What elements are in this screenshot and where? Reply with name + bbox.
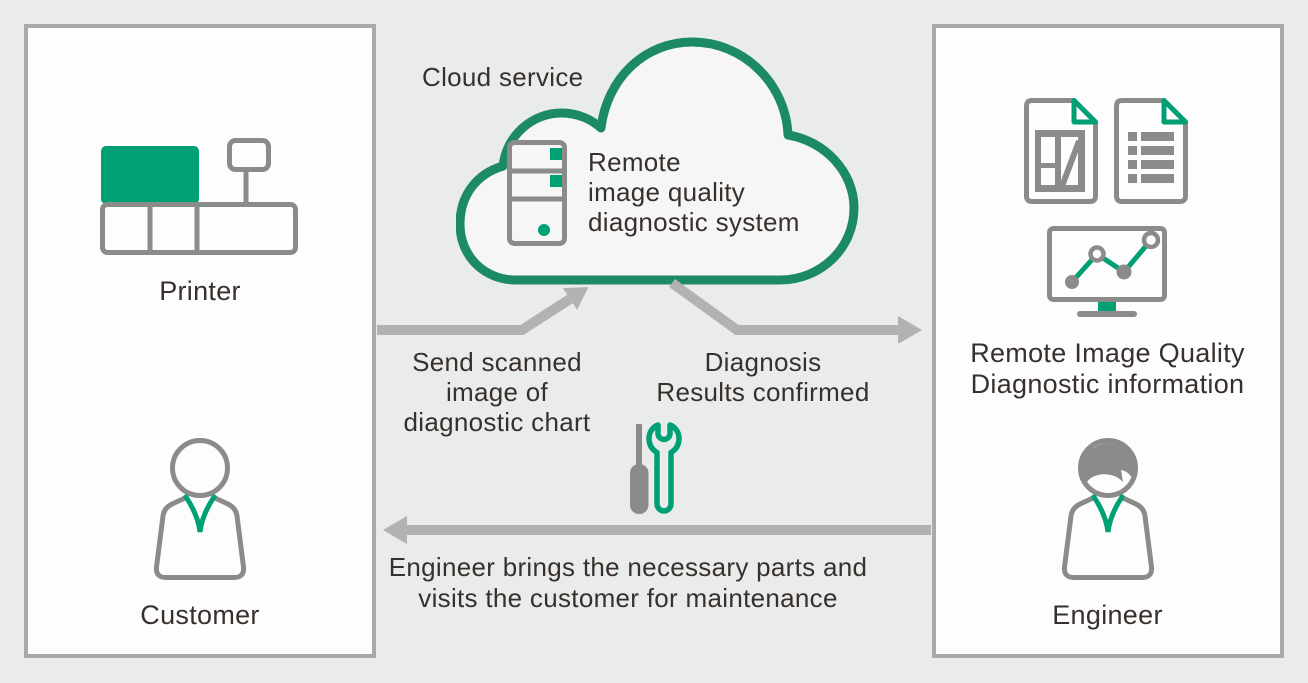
diagnosis-arrow xyxy=(669,278,922,343)
server-icon xyxy=(507,140,567,246)
diagnostic-chart-document-icon xyxy=(1024,98,1098,204)
engineer-hair xyxy=(1081,443,1136,486)
cloud-system-label: Remote image quality diagnostic system xyxy=(588,147,800,237)
send-flow-label: Send scanned image of diagnostic chart xyxy=(403,347,591,437)
report-document-icon xyxy=(1114,98,1188,204)
send-arrow xyxy=(377,287,589,335)
diagnostic-info-label: Remote Image Quality Diagnostic informat… xyxy=(970,338,1245,399)
cloud-service-label: Cloud service xyxy=(422,62,584,92)
visit-flow-label: Engineer brings the necessary parts and … xyxy=(388,552,868,613)
return-arrow xyxy=(383,516,931,544)
engineer-label: Engineer xyxy=(1052,600,1163,630)
printer-label: Printer xyxy=(159,276,241,306)
diagnosis-flow-label: Diagnosis Results confirmed xyxy=(656,347,870,407)
engineer-person-icon xyxy=(1061,438,1155,580)
maintenance-tools-icon xyxy=(630,422,682,514)
chart-monitor-icon xyxy=(1047,226,1167,317)
printer-icon xyxy=(100,138,298,255)
customer-person-icon xyxy=(153,438,247,580)
customer-label: Customer xyxy=(140,600,260,630)
